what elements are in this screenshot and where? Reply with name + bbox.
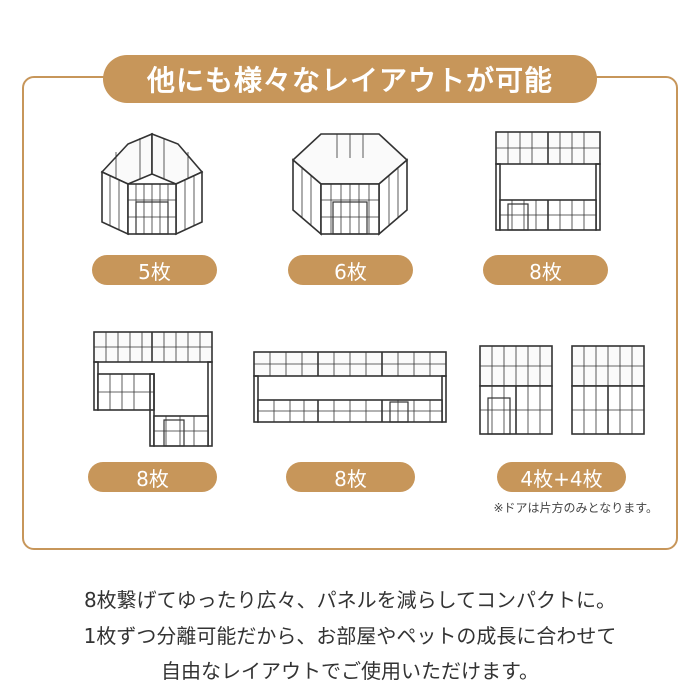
pen-two-squares-icon (476, 340, 652, 440)
layout-label-8b: 8枚 (88, 462, 217, 492)
description-line-2: 1枚ずつ分離可能だから、お部屋やペットの成長に合わせて (83, 624, 617, 648)
pen-rectangle-icon (250, 348, 450, 428)
pen-l-shape-icon (88, 326, 220, 454)
section-title: 他にも様々なレイアウトが可能 (103, 55, 597, 103)
layout-label-8a: 8枚 (483, 255, 608, 285)
description-line-1: 8枚繋げてゆったり広々、パネルを減らしてコンパクトに。 (83, 588, 617, 612)
layout-label-5: 5枚 (92, 255, 217, 285)
description-line-3: 自由なレイアウトでご使用いただけます。 (161, 659, 539, 683)
pen-hexagon-icon (287, 122, 413, 242)
layout-label-4plus4: 4枚+4枚 (497, 462, 626, 492)
door-note: ※ドアは片方のみとなります。 (493, 501, 659, 515)
pen-square-icon (488, 126, 608, 236)
layout-label-8c: 8枚 (286, 462, 415, 492)
layout-label-6: 6枚 (288, 255, 413, 285)
pen-pentagon-icon (92, 122, 212, 242)
